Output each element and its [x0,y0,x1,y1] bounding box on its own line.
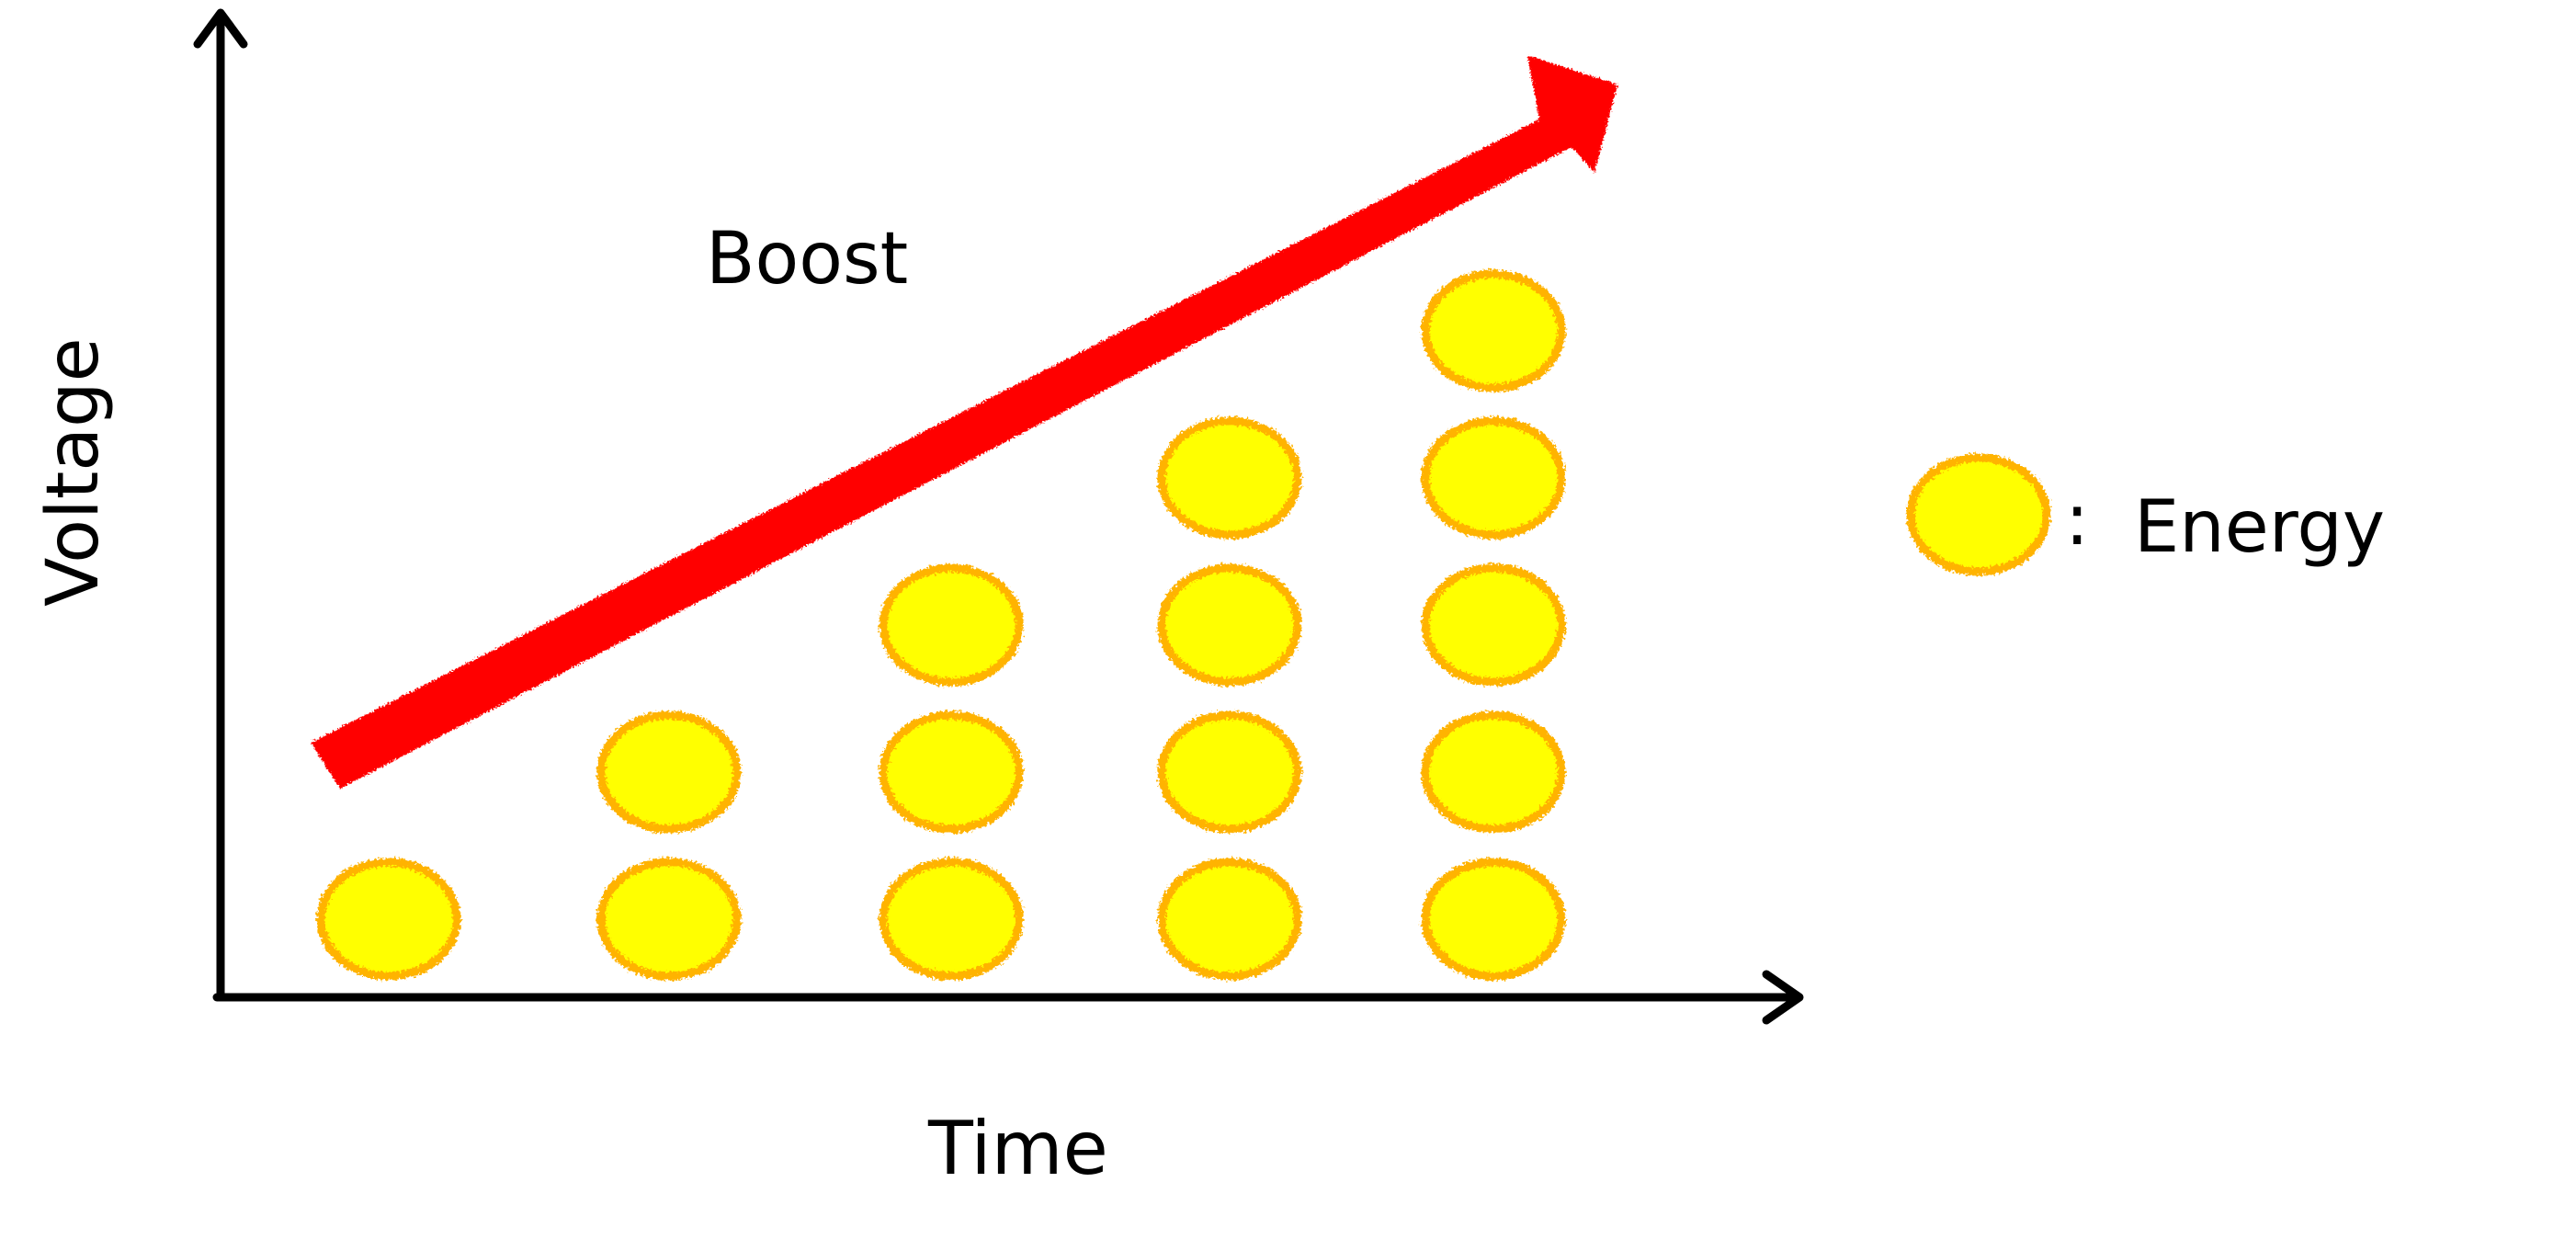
energy-grid [316,269,1566,981]
energy-blob-icon [596,710,742,834]
energy-blob-icon [1157,858,1302,981]
boost-label: Boost [706,218,908,301]
energy-blob-icon [1421,563,1566,687]
energy-blob-icon [316,858,461,981]
energy-blob-icon [596,858,742,981]
boost-arrow [311,55,1617,789]
energy-blob-icon [1157,416,1302,540]
energy-blob-icon [1906,453,2051,576]
y-axis-label: Voltage [32,337,115,607]
legend-energy-icon [1906,453,2051,576]
energy-blob-icon [879,858,1024,981]
energy-blob-icon [1421,416,1566,540]
legend-separator: : [2065,479,2089,562]
x-axis-label: Time [927,1106,1108,1191]
energy-blob-icon [1421,269,1566,392]
energy-blob-icon [1157,710,1302,834]
x-axis-arrowhead [1762,970,1804,1025]
energy-blob-icon [1421,710,1566,834]
axes [193,8,1804,1025]
legend-label: Energy [2134,486,2385,569]
y-axis-arrowhead [193,8,248,49]
energy-blob-icon [879,563,1024,687]
energy-blob-icon [879,710,1024,834]
energy-blob-icon [1421,858,1566,981]
energy-blob-icon [1157,563,1302,687]
